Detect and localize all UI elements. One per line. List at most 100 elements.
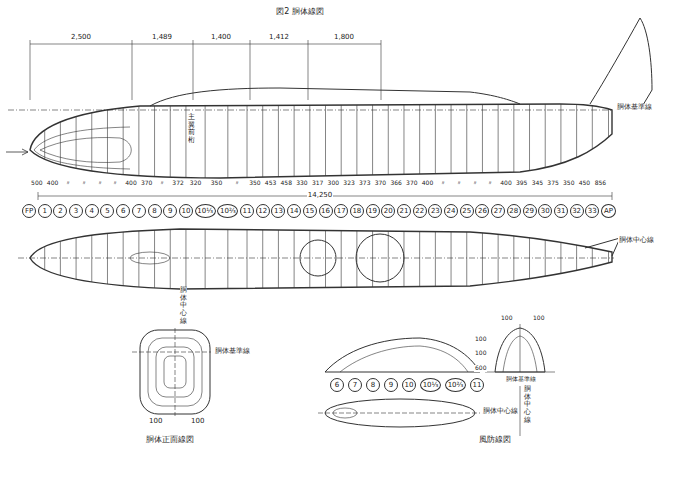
- station-line: [60, 225, 61, 292]
- station-circle: 22: [413, 204, 427, 218]
- station-line: [170, 95, 171, 179]
- station-line: [356, 225, 357, 292]
- station-number: 11: [243, 208, 252, 215]
- station-line: [154, 95, 155, 179]
- station-number: 7: [137, 208, 141, 215]
- station-line: [154, 225, 155, 292]
- station-spacing: 400: [46, 180, 59, 187]
- reference-line-label: 胴体中心線: [618, 237, 655, 245]
- station-number: 10⅔: [220, 208, 236, 215]
- dimension: 100: [474, 350, 487, 357]
- station-line: [44, 95, 45, 179]
- nose-contour: [34, 127, 131, 169]
- station-line: [608, 225, 609, 292]
- station-circle: 28: [507, 204, 521, 218]
- station-circle: 26: [475, 204, 489, 218]
- station-line: [451, 95, 452, 179]
- station-number: 10⅓: [197, 208, 213, 215]
- station-number: 4: [90, 208, 94, 215]
- station-circle: 2: [53, 204, 67, 218]
- station-line: [262, 225, 263, 292]
- stabilizer: [585, 238, 620, 256]
- station-line: [513, 225, 514, 292]
- station-line: [482, 95, 483, 179]
- station-line: [325, 95, 326, 179]
- station-number: 7: [353, 382, 357, 389]
- station-number: 31: [556, 208, 565, 215]
- station-circle: 24: [444, 204, 458, 218]
- station-number: 28: [509, 208, 518, 215]
- station-line: [545, 225, 546, 292]
- station-line: [29, 225, 30, 292]
- station-spacing: 〃: [486, 180, 494, 187]
- station-circle: 12: [256, 204, 270, 218]
- station-number: 6: [121, 208, 125, 215]
- station-circle: 18: [350, 204, 364, 218]
- canopy-side: [325, 338, 480, 372]
- station-line: [545, 95, 546, 179]
- station-circle: 6: [116, 204, 130, 218]
- station-spacing: 372: [171, 180, 184, 187]
- station-circle: 9: [384, 378, 398, 392]
- station-number: 17: [337, 208, 346, 215]
- dimension: 100: [500, 315, 513, 322]
- station-line: [247, 225, 248, 292]
- station-circle: 31: [554, 204, 568, 218]
- station-circle: 8: [366, 378, 380, 392]
- station-circle: 14: [287, 204, 301, 218]
- station-line: [513, 95, 514, 179]
- dimension: 600: [474, 365, 487, 372]
- station-circle: AP: [601, 204, 616, 218]
- reference-line-label: 胴体基準線: [505, 376, 537, 383]
- station-line: [592, 95, 593, 179]
- station-number: 30: [541, 208, 550, 215]
- station-circle: 10: [179, 204, 193, 218]
- station-number: 13: [274, 208, 283, 215]
- station-number: 32: [572, 208, 581, 215]
- station-line: [138, 95, 139, 179]
- reference-line-label: 胴体中心線: [524, 386, 531, 424]
- station-line: [419, 95, 420, 179]
- station-line: [435, 95, 436, 179]
- station-number: 10⅓: [423, 382, 439, 389]
- station-circle: 20: [381, 204, 395, 218]
- station-circle: 32: [570, 204, 584, 218]
- station-line: [560, 95, 561, 179]
- station-line: [435, 225, 436, 292]
- station-circle: 25: [460, 204, 474, 218]
- dimension: 100: [532, 315, 545, 322]
- plan-outline: [30, 229, 612, 289]
- station-number: 12: [258, 208, 267, 215]
- station-spacing: 370: [405, 180, 418, 187]
- station-line: [76, 225, 77, 292]
- station-spacing: 300: [327, 180, 340, 187]
- station-number: 23: [431, 208, 440, 215]
- station-circle: 27: [491, 204, 505, 218]
- dimension: 1,489: [151, 34, 173, 42]
- station-lines: [29, 95, 609, 179]
- datum-line: [8, 110, 612, 111]
- station-line: [91, 95, 92, 179]
- station-number: 24: [447, 208, 456, 215]
- station-line: [205, 225, 206, 292]
- station-spacing: 330: [295, 180, 308, 187]
- station-circle: 10⅓: [420, 378, 441, 392]
- reference-line-label: 胴体基準線: [214, 348, 251, 356]
- station-line: [466, 95, 467, 179]
- station-circle: FP: [22, 204, 36, 218]
- station-number: 20: [384, 208, 393, 215]
- station-circle: 29: [523, 204, 537, 218]
- station-spacing: 856: [594, 180, 607, 187]
- station-number: 33: [588, 208, 597, 215]
- station-line: [76, 95, 77, 179]
- station-number: 9: [389, 382, 393, 389]
- station-line: [341, 225, 342, 292]
- dimension: 100: [474, 336, 487, 343]
- reference-line-label: 胴体基準線: [616, 104, 653, 112]
- station-line: [278, 225, 279, 292]
- station-spacing: 345: [531, 180, 544, 187]
- station-spacing: 323: [342, 180, 355, 187]
- station-spacing: 〃: [439, 180, 447, 187]
- station-circle: 15: [303, 204, 317, 218]
